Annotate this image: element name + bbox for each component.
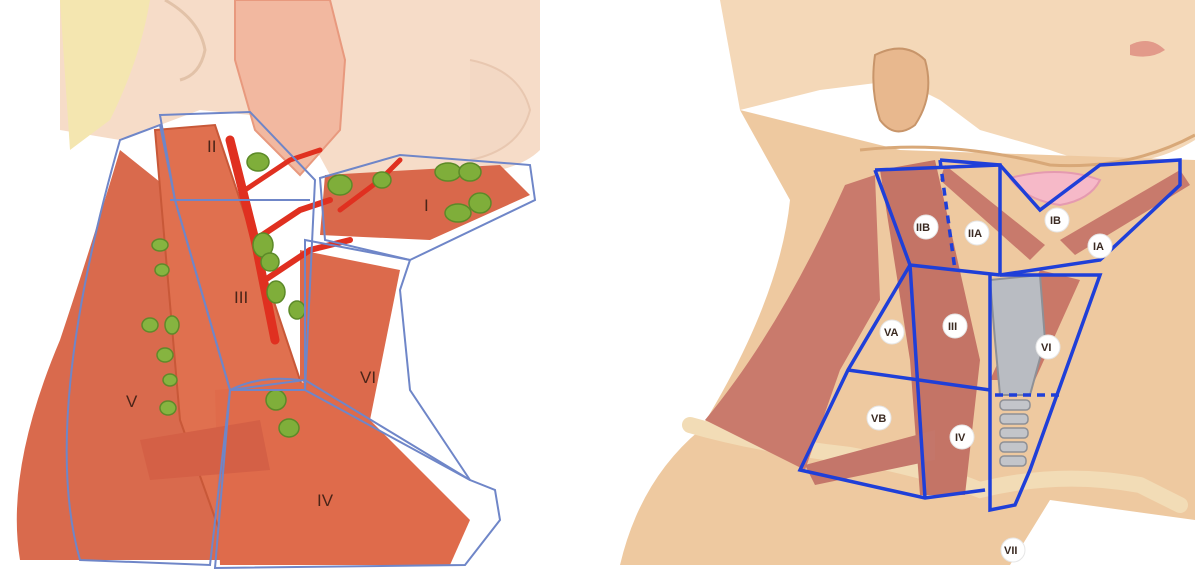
right-label-va: VA xyxy=(884,327,899,339)
left-label-i: I xyxy=(424,196,429,215)
right-label-ib: IB xyxy=(1050,215,1061,227)
left-label-iv: IV xyxy=(317,491,334,510)
left-label-iii: III xyxy=(234,288,248,307)
left-neck-illustration: II I III VI V IV xyxy=(17,0,540,568)
right-ear xyxy=(873,49,928,132)
left-label-ii: II xyxy=(207,137,216,156)
right-label-iii: III xyxy=(948,321,957,333)
left-lower-muscle xyxy=(215,380,470,565)
right-label-iv: IV xyxy=(955,432,966,444)
right-label-vi: VI xyxy=(1041,342,1051,354)
left-label-v: V xyxy=(126,392,138,411)
right-label-vb: VB xyxy=(871,413,886,425)
right-label-vii: VII xyxy=(1004,545,1017,557)
right-label-iia: IIA xyxy=(968,228,982,240)
right-label-ia: IA xyxy=(1093,241,1104,253)
right-label-iib: IIB xyxy=(916,222,930,234)
left-label-vi: VI xyxy=(360,368,376,387)
right-neck-illustration: IIB IIA IB IA VA III VI VB IV VII xyxy=(620,0,1195,565)
